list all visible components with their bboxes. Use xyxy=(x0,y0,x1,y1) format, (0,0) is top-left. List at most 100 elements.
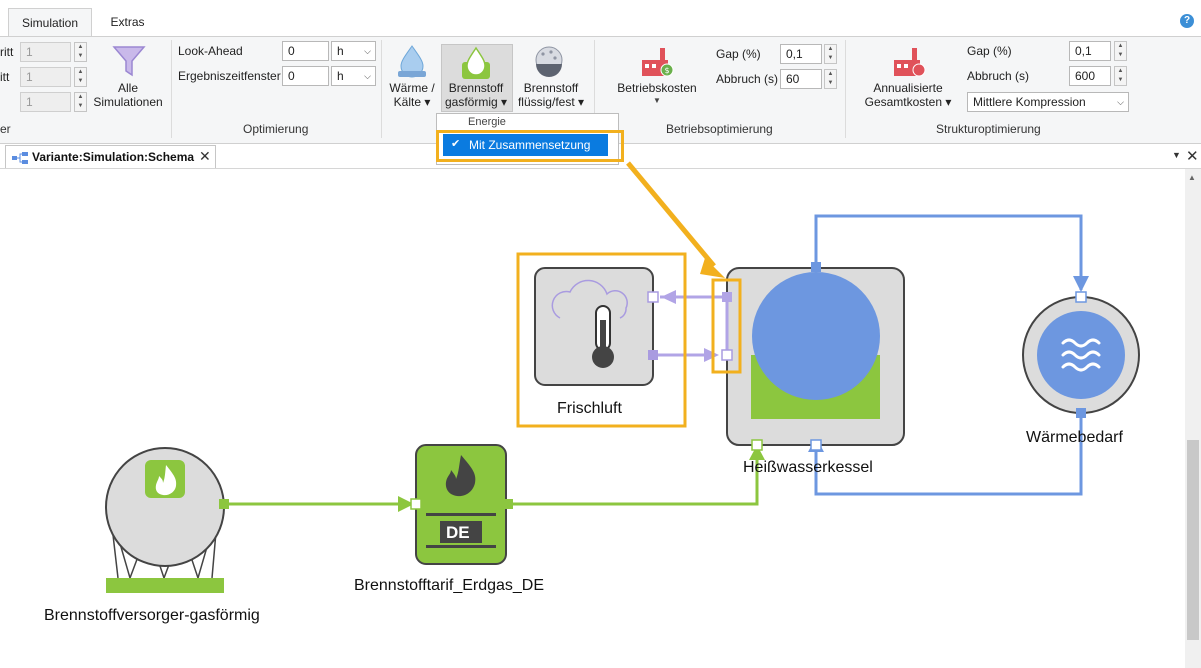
lookahead-input[interactable]: 0 xyxy=(282,41,329,61)
strukturoptimierung-group-title: Strukturoptimierung xyxy=(936,122,1041,136)
tab-simulation[interactable]: Simulation xyxy=(8,8,92,37)
tab-extras[interactable]: Extras xyxy=(110,15,145,29)
menu-item-highlight-frame xyxy=(436,130,624,162)
betrieb-gap-spinner[interactable]: ▲▼ xyxy=(824,44,837,64)
svg-text:$: $ xyxy=(664,66,669,75)
factory-cost-icon: $ xyxy=(640,44,674,81)
annualisierte-gesamtkosten-button[interactable]: Annualisierte Gesamtkosten ▾ xyxy=(864,81,952,109)
ergebnis-label: Ergebniszeitfenster xyxy=(178,69,281,83)
frischluft-node[interactable] xyxy=(534,267,654,386)
dropdown-header: Energie xyxy=(468,116,506,128)
left-field-2[interactable]: 1 xyxy=(20,67,71,87)
flow-arrowhead xyxy=(1073,276,1089,292)
chevron-down-icon: ⌵ xyxy=(364,46,371,56)
flame-icon xyxy=(155,465,177,496)
close-icon[interactable]: ✕ xyxy=(199,148,211,164)
flow-arrowhead xyxy=(749,445,765,460)
frischluft-port-out[interactable] xyxy=(648,350,658,360)
ergebnis-unit-select[interactable]: h⌵ xyxy=(331,66,376,86)
left-label-2: itt xyxy=(0,70,10,84)
kompression-select[interactable]: Mittlere Kompression ⌵ xyxy=(967,92,1129,112)
flow-arrowhead xyxy=(661,290,676,304)
kessel-air-port-in[interactable] xyxy=(721,349,733,361)
lookahead-label: Look-Ahead xyxy=(178,44,243,58)
tarif-port-out[interactable] xyxy=(503,499,513,509)
struktur-gap-input[interactable]: 0,1 xyxy=(1069,41,1111,61)
cloud-thermometer-icon xyxy=(551,279,628,368)
kessel-heat-port-in[interactable] xyxy=(810,439,822,451)
betrieb-abbruch-input[interactable]: 60 xyxy=(780,69,822,89)
betrieb-abbruch-label: Abbruch (s) xyxy=(716,72,779,86)
brennstofftarif-label: Brennstofftarif_Erdgas_DE xyxy=(354,577,545,594)
kompression-value: Mittlere Kompression xyxy=(973,95,1086,109)
ribbon-tabbar xyxy=(0,0,1201,36)
help-icon[interactable]: ? xyxy=(1180,14,1194,28)
left-field-3[interactable]: 1 xyxy=(20,92,71,112)
document-tab[interactable] xyxy=(5,145,216,168)
left-field-1[interactable]: 1 xyxy=(20,42,71,62)
left-group-title: er xyxy=(0,122,11,136)
betriebskosten-button[interactable]: Betriebskosten xyxy=(617,81,697,95)
frischluft-port-in[interactable] xyxy=(647,291,659,303)
flow-arrowhead xyxy=(398,496,414,512)
tarif-line xyxy=(426,513,496,516)
kessel-port-highlight-frame xyxy=(711,278,742,374)
struktur-abbruch-input[interactable]: 600 xyxy=(1069,66,1111,86)
green-gas-connections[interactable] xyxy=(225,452,759,506)
lookahead-unit-select[interactable]: h⌵ xyxy=(331,41,376,61)
check-icon: ✔ xyxy=(451,138,461,150)
optimierung-group-title: Optimierung xyxy=(243,122,309,136)
tarif-country-badge: DE xyxy=(446,523,470,542)
heisswasserkessel-label: Heißwasserkessel xyxy=(743,459,873,476)
ergebnis-input[interactable]: 0 xyxy=(282,66,329,86)
waermebedarf-port-out[interactable] xyxy=(1076,408,1086,418)
left-label-1: ritt xyxy=(0,45,14,59)
chevron-down-icon: ⌵ xyxy=(1117,97,1124,107)
ribbon-separator xyxy=(171,40,172,138)
struktur-gap-spinner[interactable]: ▲▼ xyxy=(1114,41,1127,61)
betrieb-gap-input[interactable]: 0,1 xyxy=(780,44,822,64)
violet-air-connections[interactable] xyxy=(653,295,727,357)
waermebedarf-inner xyxy=(1037,311,1125,399)
document-tab-label: Variante:Simulation:Schema xyxy=(32,150,195,164)
canvas-border xyxy=(0,168,1201,169)
versorger-port-out[interactable] xyxy=(219,499,229,509)
kessel-air-port-out[interactable] xyxy=(722,292,732,302)
brennstoff-fluessig-button[interactable]: Brennstoff flüssig/fest ▾ xyxy=(517,81,585,109)
waermebedarf-port-in[interactable] xyxy=(1075,291,1087,303)
kessel-fuel-port-in[interactable] xyxy=(751,439,763,451)
callout-arrow xyxy=(626,161,725,278)
betriebsoptimierung-group-title: Betriebsoptimierung xyxy=(666,122,773,136)
ribbon-separator xyxy=(845,40,846,138)
ribbon-separator xyxy=(594,40,595,138)
pin-dropdown-icon[interactable]: ▼ xyxy=(1172,150,1181,160)
left-spinner-2[interactable]: ▲▼ xyxy=(74,67,87,87)
window-close-icon[interactable]: ✕ xyxy=(1186,148,1199,165)
waerme-kaelte-button[interactable]: Wärme / Kälte ▾ xyxy=(389,81,435,109)
frischluft-label: Frischluft xyxy=(557,400,622,417)
factory-annualized-icon xyxy=(892,44,926,81)
left-spinner-3[interactable]: ▲▼ xyxy=(74,92,87,112)
kessel-heat-port-out[interactable] xyxy=(811,262,821,272)
versorger-base xyxy=(106,578,224,593)
left-spinner-1[interactable]: ▲▼ xyxy=(74,42,87,62)
brennstoff-gasfoermig-button[interactable]: Brennstoff gasförmig ▾ xyxy=(444,81,508,109)
mit-zusammensetzung-menu-item[interactable]: Mit Zusammensetzung xyxy=(443,134,608,156)
tarif-badge xyxy=(440,521,482,543)
scrollbar-thumb[interactable] xyxy=(1187,440,1199,640)
ergebnis-unit-value: h xyxy=(337,69,344,83)
tarif-port-in[interactable] xyxy=(410,498,422,510)
chevron-down-icon: ▼ xyxy=(653,96,661,105)
alle-simulationen-button[interactable]: Alle Simulationen xyxy=(93,81,163,109)
betrieb-gap-label: Gap (%) xyxy=(716,47,761,61)
schema-icon xyxy=(12,152,28,167)
gas-drop-icon xyxy=(460,46,492,83)
ribbon-separator xyxy=(381,40,382,138)
blue-loop-connection[interactable] xyxy=(814,214,1083,496)
tarif-line xyxy=(426,545,496,548)
scroll-up-icon[interactable]: ▲ xyxy=(1188,173,1196,182)
struktur-abbruch-spinner[interactable]: ▲▼ xyxy=(1114,66,1127,86)
lookahead-unit-value: h xyxy=(337,44,344,58)
betrieb-abbruch-spinner[interactable]: ▲▼ xyxy=(824,69,837,89)
